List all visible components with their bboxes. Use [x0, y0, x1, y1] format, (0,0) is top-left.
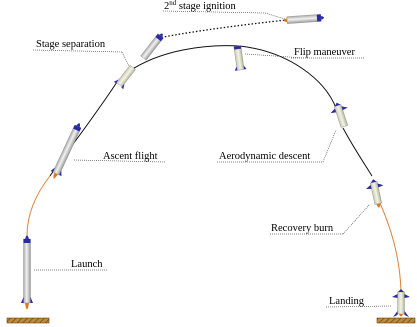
label-second-stage-ignition-number: 2 [164, 1, 169, 12]
launch-pad-icon [6, 317, 50, 324]
second-stage-trajectory [157, 19, 287, 39]
leader-line-aero-pointer [322, 129, 337, 163]
rocket-icon-second-stage [283, 14, 324, 24]
label-flip-maneuver: Flip maneuver [294, 47, 355, 58]
flame-icon [25, 303, 29, 310]
rocket-icon-landing [392, 289, 410, 317]
label-recovery-burn: Recovery burn [271, 223, 334, 234]
label-second-stage-ignition: 2nd stage ignition [164, 0, 236, 12]
label-landing: Landing [329, 296, 365, 307]
grid-fin-icon [392, 294, 398, 298]
landing-exhaust-trail [376, 195, 402, 293]
grid-fin-icon [330, 108, 337, 114]
flame-icon [376, 203, 381, 208]
flame-icon [399, 314, 403, 317]
leader-line-stage-sep-pointer [121, 51, 130, 67]
rocket-icon-aerodynamic-descent [330, 102, 348, 128]
label-ascent-flight: Ascent flight [103, 151, 158, 162]
label-launch: Launch [71, 259, 103, 270]
leader-line-recovery-pointer [342, 203, 371, 235]
label-second-stage-ignition-text: stage ignition [176, 1, 236, 12]
ascent-exhaust-trail [26, 175, 51, 237]
rocket-icon-booster-separating [113, 64, 136, 90]
landing-pad-icon [376, 317, 416, 324]
label-stage-separation: Stage separation [36, 39, 106, 50]
rocket-icon-launch [21, 235, 33, 310]
flame-icon [283, 18, 288, 23]
leader-line-stage-sep [32, 49, 123, 53]
flame-icon [53, 172, 58, 179]
leader-line-ignition-pointer [264, 12, 286, 20]
grid-fin-icon [365, 184, 372, 190]
rocket-icon-second-stage-separating [140, 33, 164, 61]
descent-trajectory [342, 127, 373, 177]
rocket-icon-flip [233, 45, 247, 71]
label-aerodynamic-descent: Aerodynamic descent [219, 151, 310, 162]
rocket-icon-recovery-burn [365, 179, 384, 208]
rocket-icon-ascent [50, 123, 82, 179]
label-second-stage-ignition-suffix: nd [169, 0, 177, 7]
